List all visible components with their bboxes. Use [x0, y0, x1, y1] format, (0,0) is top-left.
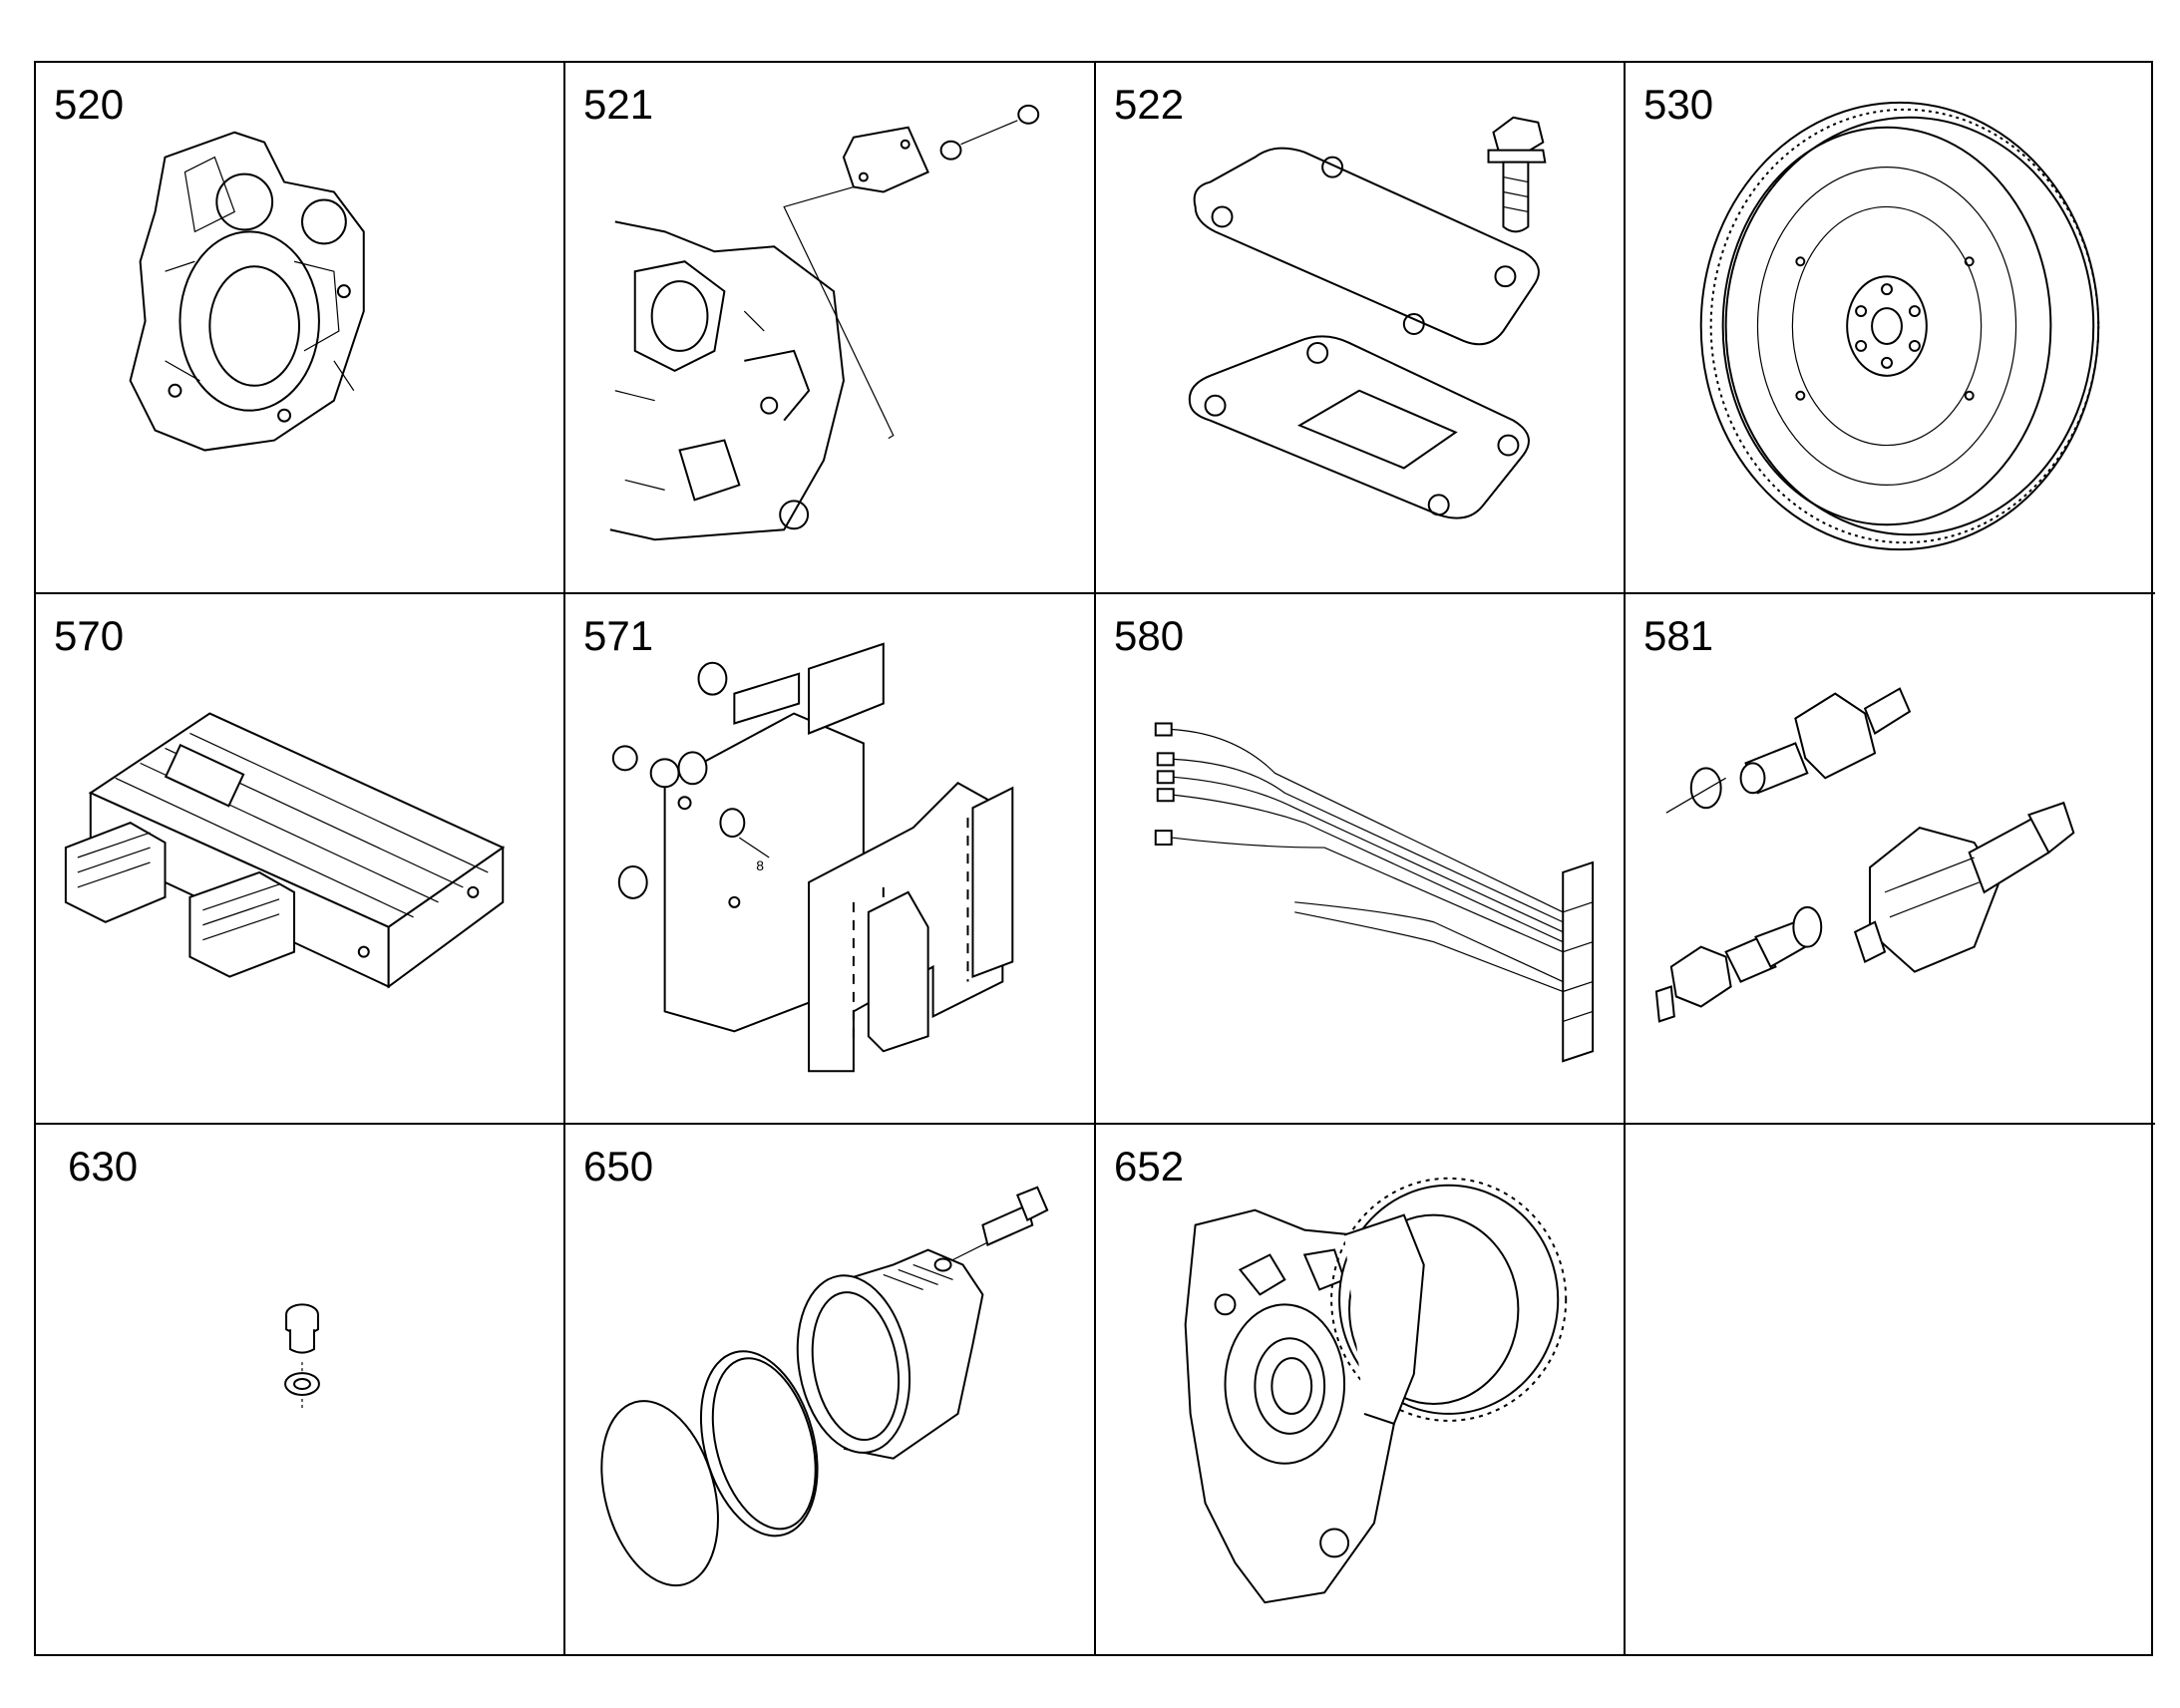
- part-number-label: 520: [54, 81, 125, 128]
- part-cell-570[interactable]: 570: [36, 594, 565, 1125]
- seal-ring-drawing: [565, 1125, 1094, 1656]
- callout-label: 8: [756, 857, 764, 873]
- part-number-label: 521: [583, 81, 654, 128]
- part-number-label: 522: [1114, 81, 1185, 128]
- part-cell-580[interactable]: 580: [1096, 594, 1626, 1125]
- part-number-label: 650: [583, 1143, 654, 1190]
- part-cell-522[interactable]: 522: [1096, 63, 1626, 594]
- ecu-drawing: [36, 594, 563, 1123]
- wiring-harness-drawing: [1096, 594, 1624, 1123]
- part-number-label: 530: [1643, 81, 1714, 128]
- part-cell-571[interactable]: 571 8: [565, 594, 1096, 1125]
- part-number-label: 570: [54, 612, 125, 659]
- gasket-drawing: [1096, 63, 1624, 592]
- part-cell-630[interactable]: 630: [36, 1125, 565, 1656]
- plug-screw-drawing: [36, 1125, 563, 1656]
- cover-plate-drawing: [565, 63, 1094, 592]
- part-cell-581[interactable]: 581: [1626, 594, 2155, 1125]
- part-cell-521[interactable]: 521: [565, 63, 1096, 594]
- gear-pump-drawing: [1096, 1125, 1624, 1656]
- part-number-label: 652: [1114, 1143, 1185, 1190]
- flywheel-housing-drawing: [36, 63, 563, 592]
- part-cell-530[interactable]: 530: [1626, 63, 2155, 594]
- empty-cell: [1626, 1125, 2155, 1656]
- part-number-label: 571: [583, 612, 654, 659]
- part-number-label: 580: [1114, 612, 1185, 659]
- part-cell-652[interactable]: 652: [1096, 1125, 1626, 1656]
- sensors-drawing: [1626, 594, 2155, 1123]
- part-number-label: 630: [68, 1143, 139, 1190]
- flywheel-drawing: [1626, 63, 2155, 592]
- ecu-bracket-drawing: 8: [565, 594, 1094, 1123]
- parts-catalog-grid: 520 521: [34, 61, 2155, 1656]
- part-cell-520[interactable]: 520: [36, 63, 565, 594]
- part-number-label: 581: [1643, 612, 1714, 659]
- part-cell-650[interactable]: 650: [565, 1125, 1096, 1656]
